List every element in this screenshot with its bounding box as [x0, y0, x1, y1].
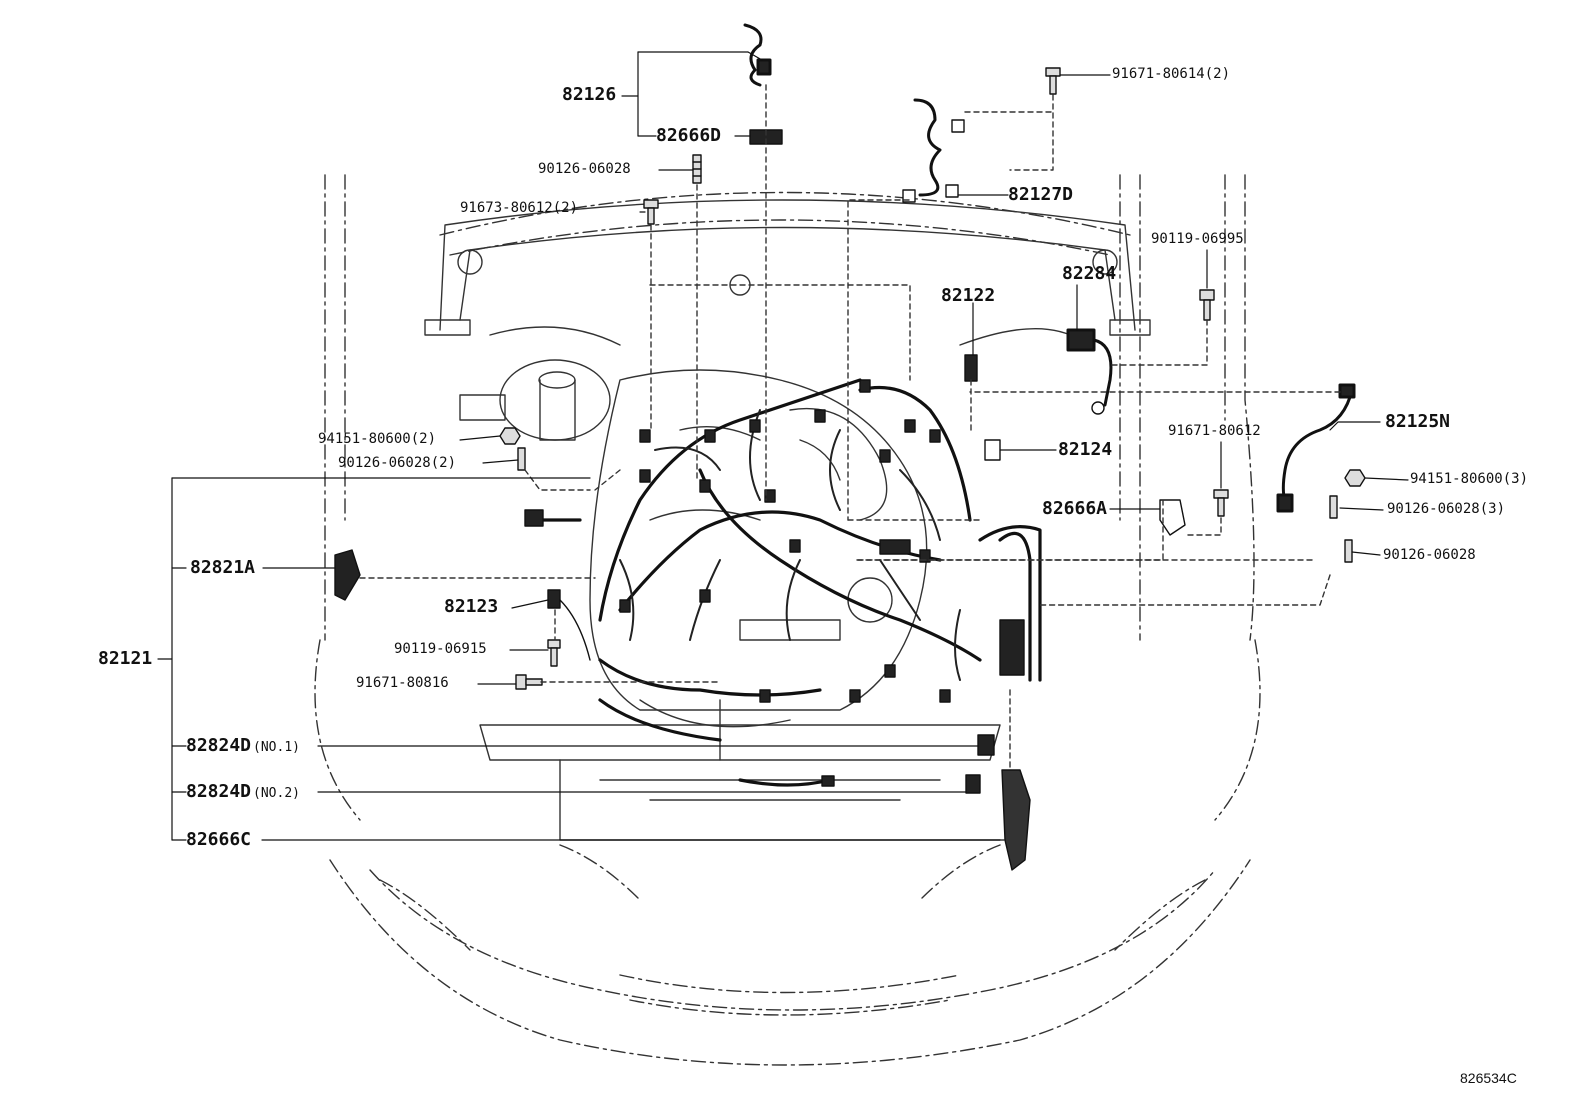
part-82666C-bracket	[1001, 769, 1031, 871]
callout-91673-80612: 91673-80612(2)	[460, 200, 579, 216]
part-90126-stud-right3	[1329, 495, 1338, 519]
callout-82284: 82284	[1062, 263, 1117, 284]
part-82824D-no1	[977, 734, 995, 756]
part-91671-80816-bolt	[515, 674, 543, 690]
callout-90126-06028-right3: 90126-06028(3)	[1387, 501, 1506, 517]
callout-82824D-no2-note: (NO.2)	[253, 786, 300, 801]
reference-dashed-lines	[359, 84, 1341, 771]
part-82666A-clamp	[1159, 499, 1186, 536]
callout-82821A: 82821A	[190, 557, 256, 578]
callout-82123: 82123	[444, 596, 499, 617]
part-82124-bracket	[984, 439, 1001, 461]
cowl-panel	[424, 199, 1151, 346]
callout-82824D-no1-note: (NO.1)	[253, 740, 300, 755]
part-90126-stud-left	[517, 447, 526, 471]
callout-82126: 82126	[562, 84, 617, 105]
callout-94151-80600-right: 94151-80600(3)	[1410, 471, 1529, 487]
callout-90126-06028-left: 90126-06028(2)	[338, 455, 457, 471]
callout-82125N: 82125N	[1385, 411, 1451, 432]
part-82123-sensor	[547, 589, 591, 661]
part-90119-06995-bolt	[1199, 289, 1215, 321]
part-91671-80614-bolt	[1045, 67, 1061, 95]
front-frame	[479, 699, 1001, 841]
callout-82824D-no1: 82824D(NO.1)	[186, 737, 300, 755]
callout-91671-80816: 91671-80816	[356, 675, 449, 691]
callout-94151-80600-left: 94151-80600(2)	[318, 431, 437, 447]
callout-90119-06995: 90119-06995	[1151, 231, 1244, 247]
callout-82824D-no2-part: 82824D	[186, 781, 252, 802]
callout-91671-80612: 91671-80612	[1168, 423, 1261, 439]
part-94151-nut-right	[1344, 469, 1366, 487]
callout-82666D: 82666D	[656, 125, 722, 146]
diagram-reference-code: 826534C	[1460, 1070, 1517, 1086]
brake-master-cylinder	[459, 359, 611, 441]
part-82821A-connector	[334, 549, 361, 601]
part-90126-top-stud	[692, 154, 702, 184]
part-90119-06915-bolt	[547, 639, 561, 667]
part-82122-sensor	[964, 354, 978, 382]
part-91673-bolt	[643, 199, 659, 225]
callout-91671-80614: 91671-80614(2)	[1112, 66, 1231, 82]
harness-connectors	[524, 379, 1025, 787]
callout-82666A: 82666A	[1042, 498, 1108, 519]
part-91671-80612-bolt	[1213, 489, 1229, 517]
part-82127D-harness	[902, 98, 965, 203]
part-82284-harness	[1066, 328, 1113, 415]
part-90126-stud-right	[1344, 539, 1353, 563]
callout-82121: 82121	[98, 648, 153, 669]
wire-harness-main	[538, 378, 1042, 787]
leader-lines	[157, 51, 1409, 841]
callout-82124: 82124	[1058, 439, 1113, 460]
callout-82824D-no2: 82824D(NO.2)	[186, 783, 300, 801]
callout-82666C: 82666C	[186, 829, 252, 850]
part-82126-harness	[743, 23, 772, 87]
vehicle-body-outline	[314, 174, 1261, 1066]
callout-90119-06915: 90119-06915	[394, 641, 487, 657]
callout-90126-06028-right: 90126-06028	[1383, 547, 1476, 563]
callout-82127D: 82127D	[1008, 184, 1074, 205]
callout-90126-06028-top: 90126-06028	[538, 161, 631, 177]
part-82824D-no2	[965, 774, 981, 794]
callout-82824D-no1-part: 82824D	[186, 735, 252, 756]
callout-82122: 82122	[941, 285, 996, 306]
part-82125N-harness	[1276, 383, 1356, 513]
part-94151-nut-left	[499, 427, 521, 445]
